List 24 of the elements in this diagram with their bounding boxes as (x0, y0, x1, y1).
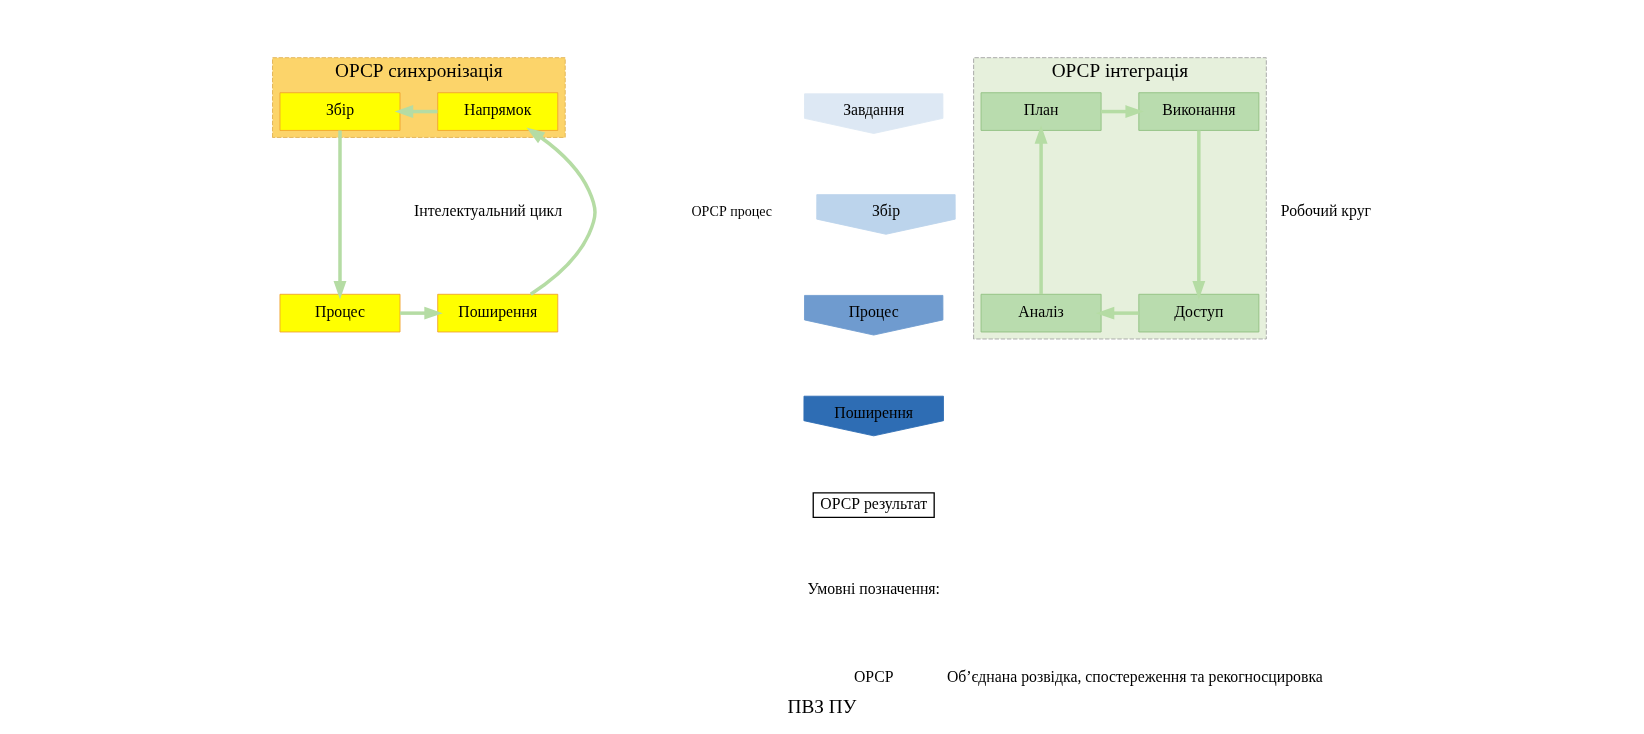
arrow (394, 105, 438, 119)
label: ОРСР процес (691, 203, 773, 219)
label: Інтелектуальний цикл (414, 202, 563, 220)
node-box: Поширення (437, 293, 559, 333)
label: ОРСР (853, 668, 894, 686)
label: Робочий круг (1280, 202, 1372, 220)
node-box: Процес (279, 293, 401, 333)
node-box: Напрямок (437, 92, 559, 131)
label: Об’єднана розвідка, спостереження та рекогносцировка (946, 668, 1323, 686)
node-box: Доступ (1138, 293, 1260, 333)
arrow (333, 130, 347, 300)
node-box: ОРСР результат (812, 492, 935, 518)
node-box: План (980, 92, 1102, 131)
arrow (1101, 105, 1144, 119)
node-box: Аналіз (980, 293, 1102, 333)
arrow (1192, 130, 1206, 300)
node-box: Збір (279, 92, 401, 131)
arrow (1095, 306, 1139, 320)
label: Умовні позначення: (807, 579, 941, 597)
arrow (526, 127, 597, 296)
arrow (400, 306, 443, 320)
node-box: Виконання (1138, 92, 1260, 131)
caption: ПВЗ ПУ (787, 696, 857, 718)
arrow (1034, 125, 1048, 295)
